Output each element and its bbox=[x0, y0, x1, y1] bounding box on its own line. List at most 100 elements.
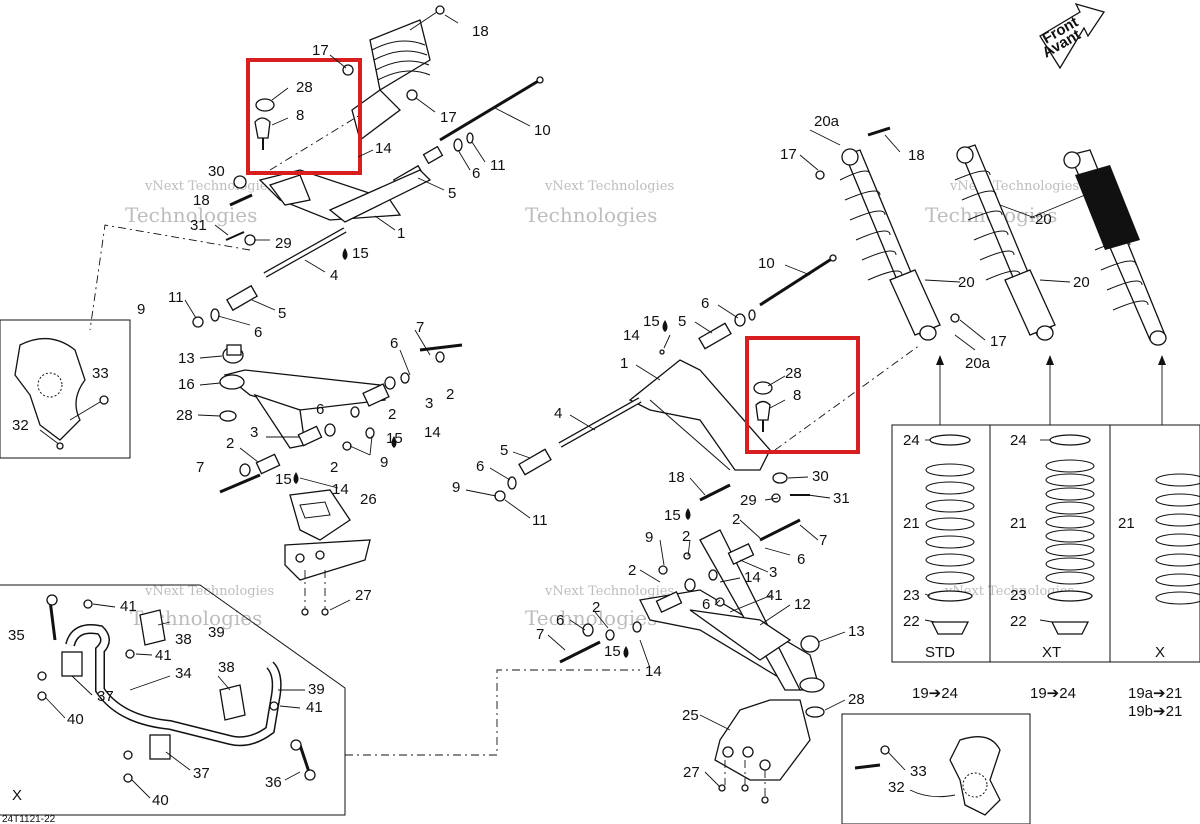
figure-code: 24T1121-22 bbox=[2, 814, 56, 824]
table-part-label: 23 bbox=[903, 587, 920, 604]
part-number-label: 38 bbox=[218, 659, 235, 676]
part-number-label: 2 bbox=[330, 459, 338, 476]
part-number-label: 28 bbox=[848, 691, 865, 708]
part-number-label: 37 bbox=[193, 765, 210, 782]
part-number-label: 14 bbox=[332, 481, 349, 498]
right-lower-arm-assembly bbox=[559, 508, 825, 804]
part-number-label: X bbox=[12, 787, 22, 804]
table-part-label: 22 bbox=[1010, 613, 1027, 630]
table-part-label: 22 bbox=[903, 613, 920, 630]
part-number-label: 3 bbox=[769, 564, 777, 581]
part-number-label: 31 bbox=[190, 217, 207, 234]
part-number-label: 15 bbox=[352, 245, 369, 262]
highlight-box-left bbox=[246, 58, 362, 175]
part-number-label: 17 bbox=[440, 109, 457, 126]
part-number-label: 14 bbox=[424, 424, 441, 441]
table-part-label: 21 bbox=[903, 515, 920, 532]
part-number-label: 7 bbox=[196, 459, 204, 476]
left-upper-arm-assembly bbox=[89, 5, 544, 331]
part-number-label: 14 bbox=[623, 327, 640, 344]
front-direction-arrow: Front Avant bbox=[1039, 2, 1106, 70]
part-number-label: 2 bbox=[226, 435, 234, 452]
highlight-box-right bbox=[745, 336, 860, 454]
part-number-label: 5 bbox=[678, 313, 686, 330]
part-number-label: 28 bbox=[785, 365, 802, 382]
part-number-label: 6 bbox=[390, 335, 398, 352]
sway-bar-inset bbox=[0, 584, 640, 816]
part-number-label: 3 bbox=[425, 395, 433, 412]
part-number-label: 5 bbox=[500, 442, 508, 459]
part-number-label: 6 bbox=[797, 551, 805, 568]
watermark-text: vNext Technologies bbox=[949, 179, 1079, 194]
part-number-label: 20 bbox=[1073, 274, 1090, 291]
part-number-label: 6 bbox=[702, 596, 710, 613]
part-number-label: 11 bbox=[532, 512, 548, 529]
part-number-label: 40 bbox=[152, 792, 169, 809]
part-number-label: 41 bbox=[120, 598, 137, 615]
part-number-label: 26 bbox=[360, 491, 377, 508]
part-number-label: 18 bbox=[193, 192, 210, 209]
part-number-label: 41 bbox=[306, 699, 323, 716]
part-number-label: 39 bbox=[208, 624, 225, 641]
part-number-label: 20 bbox=[1035, 211, 1052, 228]
part-number-label: 7 bbox=[536, 626, 544, 643]
part-number-label: 28 bbox=[296, 79, 313, 96]
part-number-label: 15 bbox=[275, 471, 292, 488]
part-number-label: 7 bbox=[819, 532, 827, 549]
part-number-label: 6 bbox=[556, 612, 564, 629]
part-number-label: 31 bbox=[833, 490, 850, 507]
part-number-label: 7 bbox=[416, 319, 424, 336]
part-number-label: 12 bbox=[794, 596, 811, 613]
part-number-label: 28 bbox=[176, 407, 193, 424]
part-number-label: 2 bbox=[628, 562, 636, 579]
part-number-label: 2 bbox=[446, 386, 454, 403]
spring-variant-table: 24 21 23 22 24 21 23 22 21 STD XT X 19➔2… bbox=[891, 424, 1200, 720]
part-number-label: 4 bbox=[330, 267, 338, 284]
table-part-label: 19a➔21 bbox=[1128, 685, 1182, 702]
watermark-text: Technologies bbox=[525, 203, 657, 227]
watermark-text: vNext Technologies bbox=[544, 584, 674, 599]
part-number-label: 14 bbox=[645, 663, 662, 680]
shock-absorbers bbox=[815, 126, 1167, 346]
part-number-label: 3 bbox=[250, 424, 258, 441]
part-number-label: 6 bbox=[254, 324, 262, 341]
part-number-label: 38 bbox=[175, 631, 192, 648]
table-part-label: 24 bbox=[1010, 432, 1027, 449]
table-part-label: 21 bbox=[1118, 515, 1135, 532]
part-number-label: 6 bbox=[316, 401, 324, 418]
watermark-text: Technologies bbox=[125, 203, 257, 227]
part-number-label: 10 bbox=[534, 122, 551, 139]
part-number-label: 17 bbox=[312, 42, 329, 59]
part-number-label: 14 bbox=[375, 140, 392, 157]
left-lower-arm-assembly bbox=[219, 343, 463, 616]
part-number-label: 2 bbox=[732, 511, 740, 528]
part-number-label: 29 bbox=[740, 492, 757, 509]
part-number-label: 35 bbox=[8, 627, 25, 644]
table-part-label: 23 bbox=[1010, 587, 1027, 604]
watermark-text: vNext Technologies bbox=[544, 179, 674, 194]
part-number-label: 17 bbox=[990, 333, 1007, 350]
part-number-label: 10 bbox=[758, 255, 775, 272]
part-number-label: 6 bbox=[701, 295, 709, 312]
table-column-x: X bbox=[1155, 644, 1165, 661]
part-number-label: 2 bbox=[682, 528, 690, 545]
part-number-label: 2 bbox=[388, 406, 396, 423]
table-part-label: 21 bbox=[1010, 515, 1027, 532]
table-part-label: 19b➔21 bbox=[1128, 703, 1182, 720]
part-number-label: 15 bbox=[643, 313, 660, 330]
part-number-label: 36 bbox=[265, 774, 282, 791]
part-number-label: 14 bbox=[744, 569, 761, 586]
part-number-label: 5 bbox=[278, 305, 286, 322]
part-number-label: 8 bbox=[296, 107, 304, 124]
part-number-label: 32 bbox=[12, 417, 29, 434]
table-part-label: 19➔24 bbox=[912, 685, 958, 702]
part-number-label: 40 bbox=[67, 711, 84, 728]
right-upper-arm-assembly bbox=[494, 254, 921, 503]
part-number-label: 30 bbox=[812, 468, 829, 485]
part-number-label: 5 bbox=[448, 185, 456, 202]
part-number-label: 8 bbox=[793, 387, 801, 404]
part-number-label: 25 bbox=[682, 707, 699, 724]
part-number-label: 29 bbox=[275, 235, 292, 252]
